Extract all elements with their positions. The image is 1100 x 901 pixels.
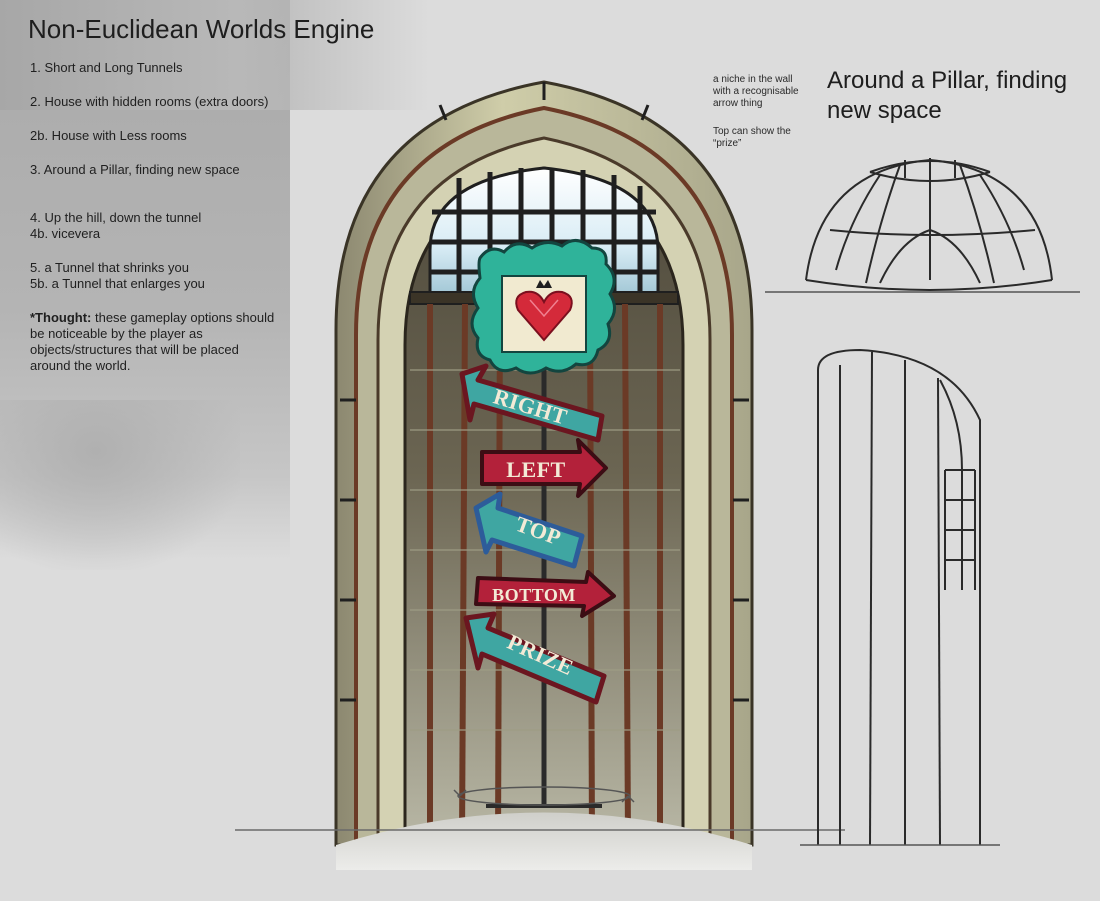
sign-top: TOP <box>473 491 585 569</box>
thought-text: these gameplay options should be noticea… <box>30 310 275 373</box>
gameplay-notes-list: 1. Short and Long Tunnels 2. House with … <box>30 60 280 392</box>
rotate-arrow-icon <box>453 786 635 806</box>
crown-icon <box>536 280 552 288</box>
sheet-title: Non-Euclidean Worlds Engine <box>28 14 375 44</box>
pillar-section-title: Around a Pillar, finding new space <box>827 67 1068 124</box>
thought-label: *Thought: <box>30 310 92 325</box>
pillar-sketch <box>800 348 1000 846</box>
sign-left-label: LEFT <box>506 457 565 482</box>
niche-note: a niche in the wall with a recognisable … <box>713 74 799 109</box>
note-item: 3. Around a Pillar, finding new space <box>30 162 240 177</box>
note-item: 2. House with hidden rooms (extra doors) <box>30 94 269 109</box>
prize-frame <box>470 239 616 375</box>
sign-bottom-label: BOTTOM <box>492 585 576 605</box>
note-item: 4. Up the hill, down the tunnel <box>30 210 202 225</box>
note-item: 4b. vicevera <box>30 226 101 241</box>
title-brush-wash <box>0 0 430 110</box>
note-item: 5b. a Tunnel that enlarges you <box>30 276 205 291</box>
prize-note: Top can show the “prize” <box>713 126 791 149</box>
note-item: 2b. House with Less rooms <box>30 128 187 143</box>
sign-bottom: BOTTOM <box>474 570 616 618</box>
note-item: 5. a Tunnel that shrinks you <box>30 260 189 275</box>
dome-sketch <box>765 158 1080 293</box>
thought-note: *Thought: these gameplay options should … <box>30 310 280 374</box>
niche-floor <box>336 812 752 870</box>
lower-brush-wash <box>0 400 240 570</box>
note-item: 1. Short and Long Tunnels <box>30 60 183 75</box>
sign-left: LEFT <box>480 438 608 498</box>
